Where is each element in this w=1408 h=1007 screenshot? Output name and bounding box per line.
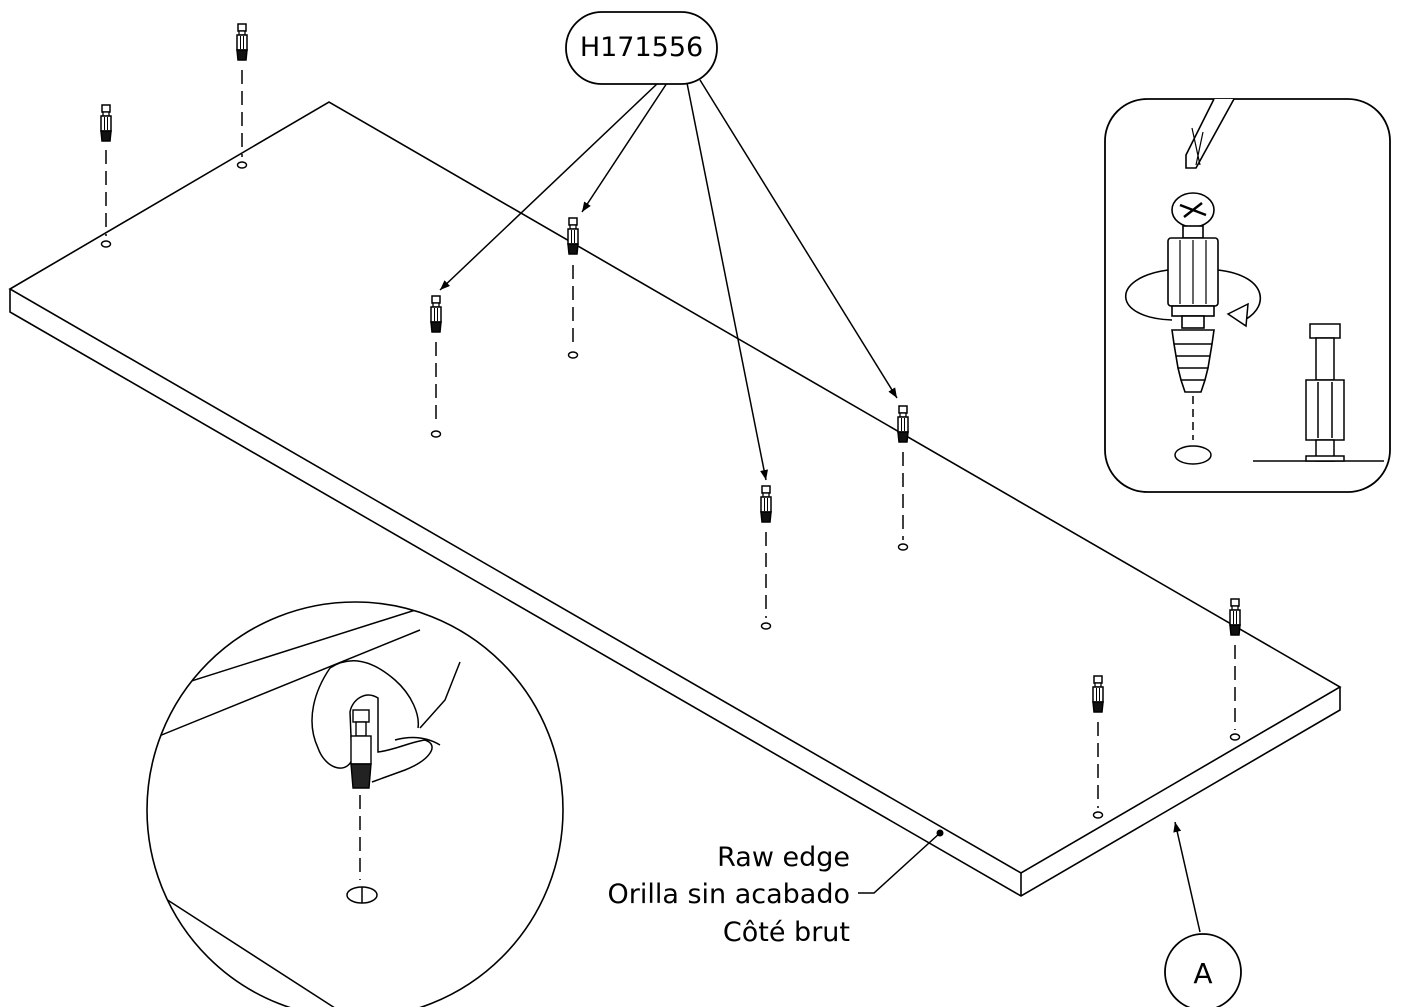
edge-note-en: Raw edge: [717, 842, 850, 873]
cam-stud-icon: [236, 23, 248, 61]
seated-stud-side-view-icon: [1253, 323, 1384, 462]
cam-stud-icon: [100, 104, 112, 142]
screwdriver-icon: [1185, 98, 1235, 169]
inset-frame: [1104, 98, 1391, 493]
hole: [760, 622, 772, 630]
cam-stud-closeup-icon: [1167, 192, 1219, 393]
hole: [897, 543, 909, 551]
hole: [430, 430, 442, 438]
part-callout-bubble: [565, 11, 718, 85]
panel-letter-text: A: [1193, 957, 1212, 990]
rotate-arrow-icon: [1125, 269, 1262, 323]
cam-stud-icon: [1092, 675, 1104, 713]
install-guide-lines: [105, 70, 1236, 808]
part-callout: H171556: [439, 11, 898, 481]
edge-note: Raw edge Orilla sin acabado Côté brut: [607, 832, 941, 948]
detail-circle-frame: [146, 601, 564, 1007]
cam-stud-icon: [897, 405, 909, 443]
panel-callout: A: [1164, 821, 1242, 1007]
edge-note-es: Orilla sin acabado: [607, 879, 850, 910]
edge-note-fr: Côté brut: [723, 917, 850, 948]
cam-stud-icon: [760, 485, 772, 523]
hole: [100, 240, 112, 248]
detail-stud-icon: [350, 709, 372, 789]
part-code-text: H171556: [580, 32, 703, 63]
inset-hole: [1174, 445, 1212, 465]
hand-icon: [311, 660, 461, 783]
hole: [1229, 733, 1241, 741]
hole: [236, 161, 248, 169]
cam-stud-icon: [567, 217, 579, 255]
cam-stud-icon: [1229, 598, 1241, 636]
cam-stud-icon: [430, 295, 442, 333]
callout-arrows: [439, 79, 898, 481]
detail-inset-insert: [146, 601, 564, 1007]
panel-callout-circle: [1164, 933, 1242, 1007]
holes: [100, 161, 1241, 819]
detail-inset-tighten: [1104, 98, 1391, 493]
panel-a: [8, 101, 1342, 897]
hole: [1092, 811, 1104, 819]
hole: [567, 351, 579, 359]
edge-note-leader: [858, 832, 941, 894]
